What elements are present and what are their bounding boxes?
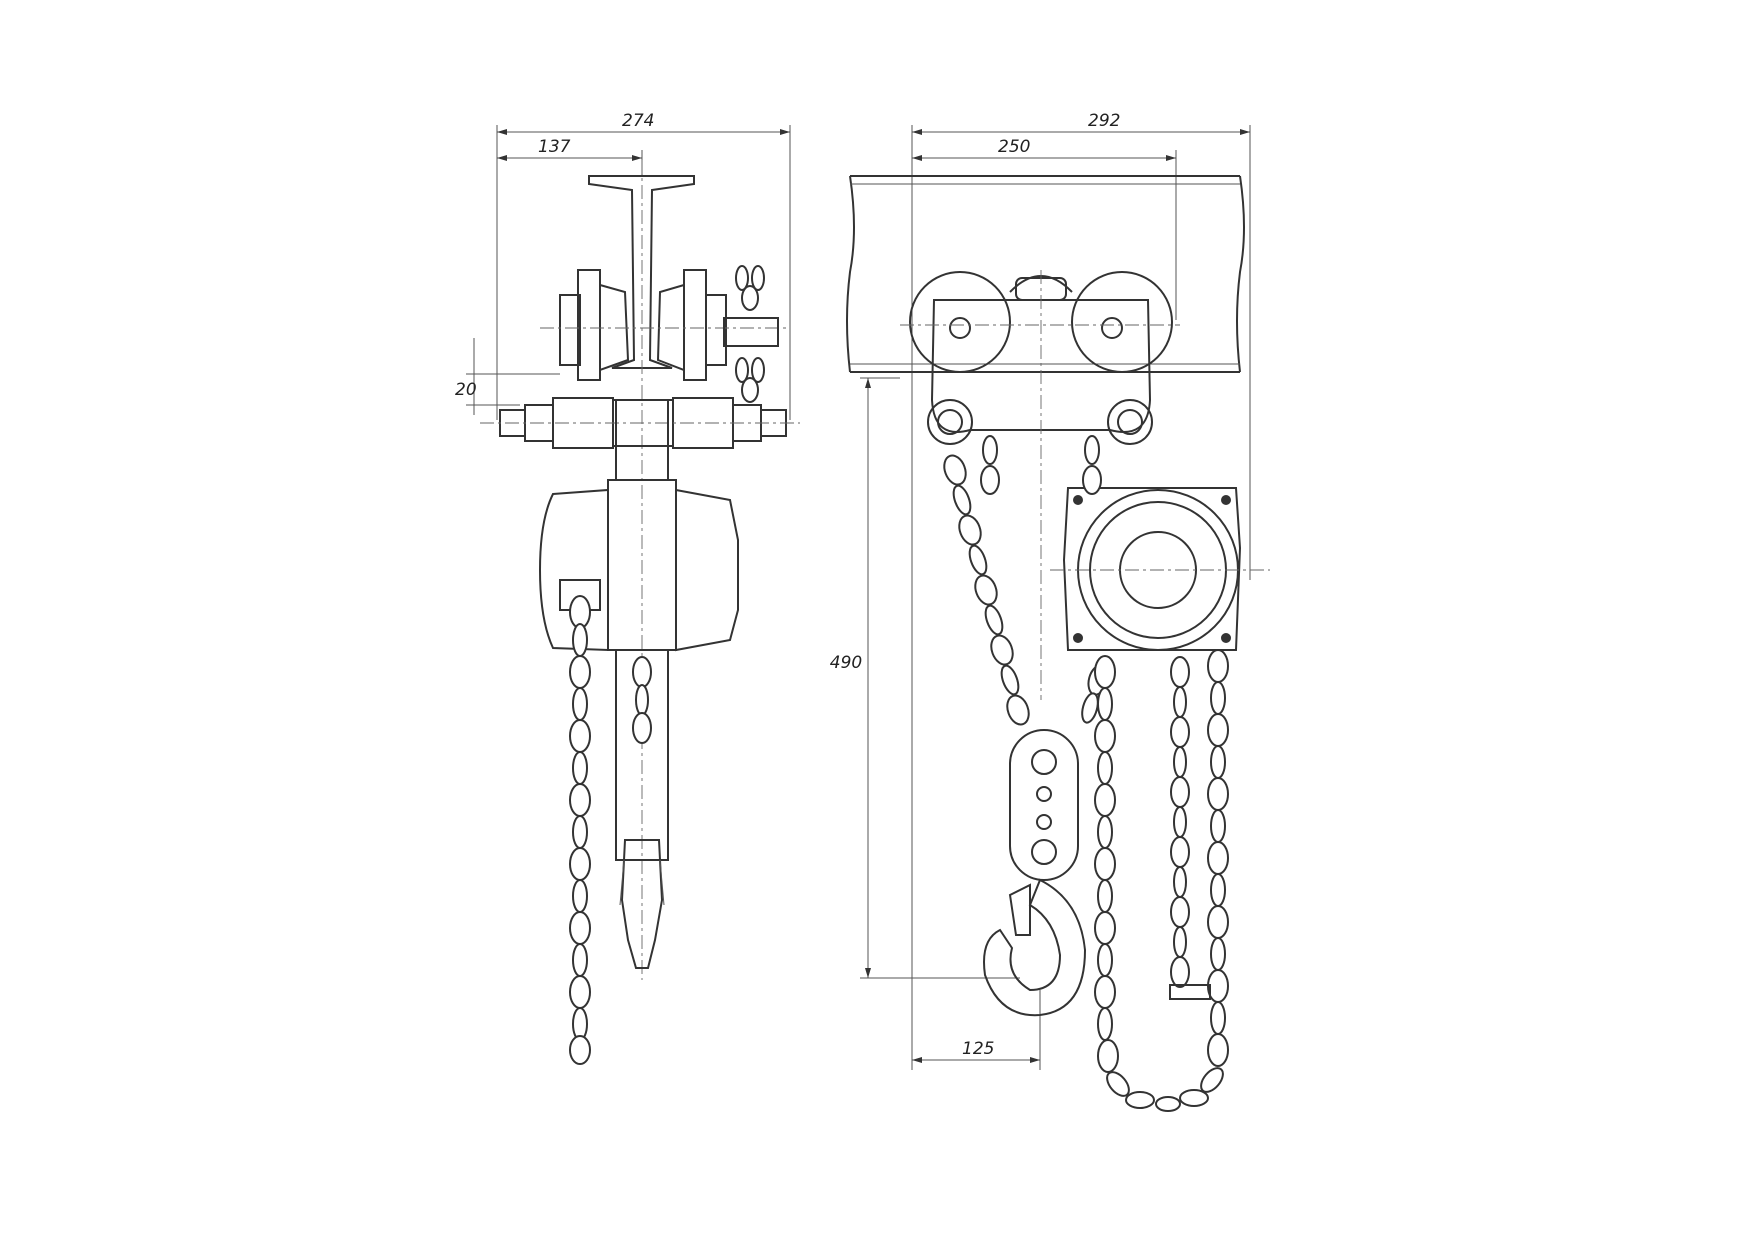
load-chain-side (632, 656, 652, 744)
trolley-wheels-side (540, 269, 790, 381)
dim-front-125: 125 (962, 1039, 994, 1059)
side-dimension-lines (466, 125, 791, 420)
hand-chain-loop-front (1094, 649, 1229, 1112)
load-chain-front (943, 435, 1109, 726)
hoist-housing-side (538, 488, 739, 652)
dim-side-137: 137 (538, 137, 571, 157)
cross-shaft (480, 397, 800, 449)
dim-side-20: 20 (455, 380, 477, 400)
i-beam-section (588, 160, 695, 980)
hand-chain-side (569, 595, 591, 1065)
inner-chain-strand-front (1169, 656, 1211, 1000)
chain-sprocket-side (723, 265, 779, 403)
dim-side-274: 274 (622, 111, 654, 131)
front-dimension-lines (860, 125, 1251, 1070)
beam-side-view (846, 175, 1245, 373)
front-view: 292 250 490 125 (830, 111, 1270, 1112)
dim-front-292: 292 (1088, 111, 1120, 131)
hook-front (983, 878, 1087, 1017)
hoist-housing-front (1050, 487, 1270, 651)
hook-side (619, 839, 665, 969)
trolley-frame-front (900, 270, 1180, 700)
bottom-block-front (1009, 729, 1079, 881)
dim-front-250: 250 (998, 137, 1030, 157)
side-view: 274 137 20 (455, 111, 800, 1065)
dim-front-490: 490 (830, 653, 862, 673)
